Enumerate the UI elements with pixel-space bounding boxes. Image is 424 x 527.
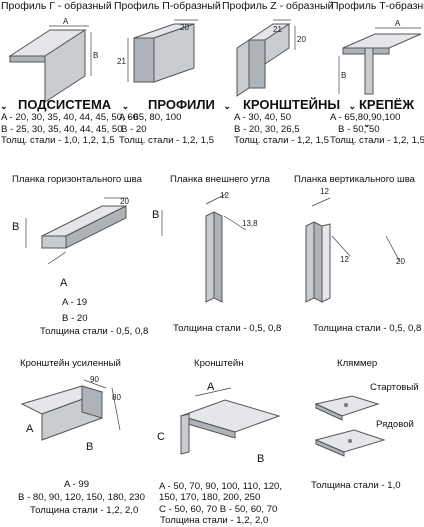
bracket-standard-title: Кронштейн <box>194 358 244 369</box>
planka-horizontal-dim-top: 20 <box>120 197 129 206</box>
planka-horizontal-a: A - 19 <box>62 297 88 308</box>
chevron-down-icon: ⌄ <box>223 101 231 111</box>
specs-t-b: B - 50, 50 <box>338 123 380 135</box>
profile-t-drawing: A B <box>338 19 422 95</box>
specs-p-b: B - 20 <box>121 123 147 135</box>
specs-t-a: A - 65,80,90,100 <box>330 112 401 123</box>
nav-profili-label: ПРОФИЛИ <box>148 97 215 112</box>
planka-horizontal-drawing: 20 B A <box>12 197 129 289</box>
bracket-standard-dim-a: A <box>207 381 215 393</box>
bracket-reinforced-dim-top: 90 <box>90 375 99 384</box>
planka-horizontal-dim-a: A <box>60 277 68 289</box>
specs-g-a: A - 20, 30, 35, 40, 44, 45, 50, 60 <box>1 112 139 123</box>
specs-z-a: A - 30, 40, 50 <box>234 112 292 123</box>
planka-vertical-title: Планка вертикального шва <box>294 174 416 185</box>
profile-g-dim-a: A <box>63 17 69 26</box>
nav-podsistema[interactable]: ⌄ ПОДСИСТЕМА ⌄ <box>0 96 129 114</box>
specs-p: A - 65, 80, 100 B - 20 Толщ. стали - 1,2… <box>119 112 214 147</box>
klyammer-row-drawing <box>314 429 386 457</box>
bracket-standard-a: A - 50, 70, 90, 100, 110, 120, <box>159 481 283 492</box>
specs-g-thickness: Толщ. стали - 1,0, 1,2, 1,5 <box>1 135 115 146</box>
planka-corner-dim-side: 13,8 <box>242 219 258 228</box>
nav-krepezh-label: КРЕПЁЖ <box>359 97 415 112</box>
bracket-standard-dim-b: B <box>257 453 264 465</box>
bracket-reinforced-b: B - 80, 90, 120, 150, 180, 230 <box>18 492 145 503</box>
bracket-standard-thickness: Толщина стали - 1,2, 2,0 <box>160 515 269 526</box>
planka-corner-dim-top: 12 <box>220 191 229 200</box>
klyammer-starter-drawing <box>314 395 380 421</box>
profile-z-dim-b: 20 <box>297 35 306 44</box>
specs-p-thickness: Толщ. стали - 1,2, 1,5 <box>119 135 214 146</box>
chevron-down-icon: ⌄ <box>121 101 130 111</box>
klyammer-starter: Стартовый <box>370 382 419 393</box>
planka-vertical-dim-side: 20 <box>396 257 405 266</box>
profile-t-dim-b: B <box>341 71 346 80</box>
nav-kronshteiny-label: КРОНШТЕЙНЫ <box>243 97 341 112</box>
bracket-standard-a2: 150, 170, 180, 200, 250 <box>159 492 261 503</box>
planka-vertical-dim-top: 12 <box>320 187 329 196</box>
specs-t-thickness: Толщ. стали - 1,2, 1,5 <box>330 135 424 146</box>
profile-p-title: Профиль П-образный <box>114 0 221 12</box>
planka-vertical-thickness: Толщина стали - 0,5, 0,8 <box>313 323 422 334</box>
planka-horizontal-b: B - 20 <box>62 313 88 324</box>
profile-p-dim-w: 20 <box>180 23 189 32</box>
klyammer-title: Кляммер <box>337 358 378 369</box>
klyammer-row: Рядовой <box>376 419 414 430</box>
planka-horizontal-title: Планка горизонтального шва <box>12 174 142 185</box>
specs-z-b: B - 20, 30, 26,5 <box>234 123 300 135</box>
bracket-reinforced-thickness: Толщина стали - 1,2, 2,0 <box>30 505 139 516</box>
nav-podsistema-label: ПОДСИСТЕМА <box>18 97 112 112</box>
specs-g: A - 20, 30, 35, 40, 44, 45, 50, 60 B - 2… <box>1 112 138 147</box>
planka-corner-title: Планка внешнего угла <box>170 174 270 185</box>
profile-g-dim-b: B <box>93 51 98 60</box>
chevron-down-icon: ⌄ <box>0 101 8 111</box>
profile-t-dim-a: A <box>395 19 401 28</box>
profile-g-title: Профиль Г - образный <box>1 0 112 12</box>
planka-horizontal-dim-b: B <box>12 221 19 233</box>
profile-p-drawing: 21 20 <box>117 19 198 83</box>
chevron-down-icon: ⌄ <box>363 119 371 129</box>
planka-corner-drawing: 12 13,8 B <box>152 191 258 303</box>
bracket-standard-drawing: A C B <box>157 381 281 465</box>
profile-p-dim-h: 21 <box>117 57 126 66</box>
bracket-standard-c: C - 50, 60, 70 B - 50, 60, 70 <box>159 504 278 515</box>
planka-vertical-drawing: 12 12 20 <box>305 187 405 303</box>
klyammer-thickness: Толщина стали - 1,0 <box>311 480 401 491</box>
bracket-reinforced-dim-b: B <box>86 441 93 453</box>
profile-t-title: Профиль Т-образный <box>331 0 424 12</box>
bracket-standard-dim-c: C <box>157 431 165 443</box>
profile-z-dim-a: 21 <box>273 25 282 34</box>
profile-z-title: Профиль Z - образный <box>222 0 334 12</box>
specs-g-b: B - 25, 30, 35, 40, 44, 45, 50 <box>1 123 123 135</box>
planka-corner-dim-b: B <box>152 209 159 221</box>
bracket-reinforced-title: Кронштейн усиленный <box>20 358 121 369</box>
specs-p-a: A - 65, 80, 100 <box>119 112 182 123</box>
planka-horizontal-thickness: Толщина стали - 0,5, 0,8 <box>40 326 149 337</box>
bracket-reinforced-dim-a: A <box>26 423 34 435</box>
nav-krepezh[interactable]: КРЕПЁЖ ⌄ <box>359 96 424 132</box>
bracket-reinforced-a: A - 99 <box>64 479 90 490</box>
profile-g-drawing: A B <box>8 17 98 103</box>
bracket-reinforced-drawing: 80 90 A B <box>20 375 121 453</box>
nav-profili[interactable]: ПРОФИЛИ ⌄ <box>148 96 231 114</box>
planka-corner-thickness: Толщина стали - 0,5, 0,8 <box>173 323 282 334</box>
specs-z-thickness: Толщ. стали - 1,2, 1,5 <box>234 135 329 146</box>
planka-vertical-dim-mid: 12 <box>340 255 349 264</box>
nav-kronshteiny[interactable]: КРОНШТЕЙНЫ ⌄ <box>243 96 356 114</box>
bracket-reinforced-dim-side: 80 <box>112 393 121 402</box>
specs-z: A - 30, 40, 50 B - 20, 30, 26,5 Толщ. ст… <box>234 112 329 147</box>
chevron-down-icon: ⌄ <box>348 101 357 111</box>
specs-t: A - 65,80,90,100 B - 50, 50 Толщ. стали … <box>330 112 424 147</box>
profile-z-drawing: 21 20 <box>236 19 306 97</box>
